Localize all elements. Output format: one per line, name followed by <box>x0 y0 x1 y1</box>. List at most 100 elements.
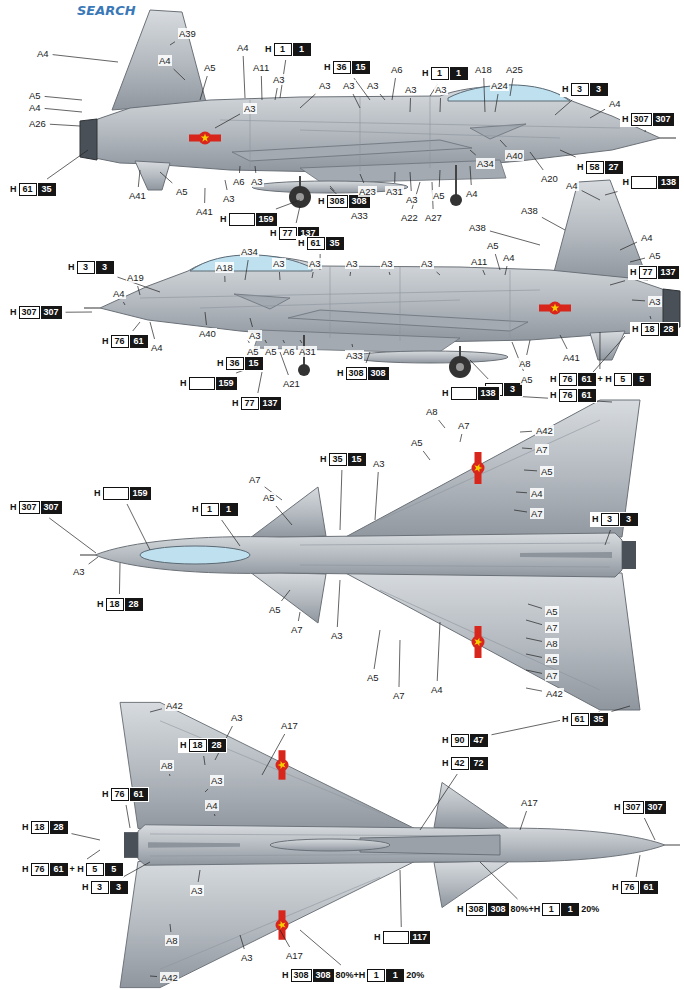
leader-line <box>298 612 300 621</box>
leader-line <box>150 976 157 978</box>
part-callout: A27 <box>424 212 443 223</box>
paint-code-box: 61 <box>307 237 325 250</box>
paint-prefix: H <box>317 196 326 207</box>
paint-callout: H33 <box>560 82 609 97</box>
mix-code-box: 308 <box>368 367 389 380</box>
paint-prefix: H <box>441 388 450 399</box>
part-callout: A3 <box>222 193 236 204</box>
paint-callout: H33 <box>590 512 639 527</box>
part-callout: A3 <box>243 103 257 114</box>
part-callout: A7 <box>248 474 262 485</box>
leader-line <box>283 340 285 343</box>
leader-line <box>399 640 400 687</box>
paint-code-box: 58 <box>586 161 604 174</box>
leader-line <box>258 372 262 393</box>
leader-line <box>610 281 625 285</box>
part-callout: A31 <box>385 186 404 197</box>
leader-line <box>45 108 82 112</box>
leader-line <box>495 94 498 112</box>
mix-code-box: 307 <box>645 801 666 814</box>
part-callout: A3 <box>248 330 262 341</box>
part-callout: A3 <box>230 712 244 723</box>
leader-line <box>281 590 290 601</box>
leader-line <box>437 272 440 275</box>
part-callout: A3 <box>272 74 286 85</box>
mix-code-box: 308 <box>488 903 509 916</box>
leader-line <box>374 630 380 669</box>
paint-prefix: H <box>219 214 228 225</box>
paint-callout: H4272 <box>440 756 489 771</box>
paint-prefix: H <box>323 62 332 73</box>
mix-code-box: 47 <box>470 734 488 747</box>
paint-prefix: H <box>336 368 345 379</box>
part-callout: A5 <box>264 346 278 357</box>
leader-line <box>138 170 140 187</box>
leader-line <box>225 180 227 190</box>
part-callout: A5 <box>366 672 380 683</box>
fuel-tank <box>270 839 390 851</box>
leader-line <box>89 557 98 564</box>
leader-line <box>255 166 257 173</box>
paint-callout: H77137 <box>628 265 680 280</box>
paint-prefix: H <box>576 162 585 173</box>
leader-line <box>47 150 88 179</box>
paint-prefix: H <box>421 68 430 79</box>
leader-line <box>439 170 441 187</box>
part-callout: A39 <box>178 28 197 39</box>
part-callout: A5 <box>520 374 534 385</box>
part-callout: A3 <box>372 458 386 469</box>
paint-code-box: 90 <box>451 734 469 747</box>
leader-line <box>484 78 485 112</box>
part-callout: A26 <box>28 118 47 129</box>
mix-code-box: 1 <box>386 969 404 982</box>
paint-code-box <box>229 213 255 226</box>
part-callout: A25 <box>505 64 524 75</box>
leader-line <box>480 862 518 899</box>
leader-line <box>215 114 240 128</box>
mix-code-box: 61 <box>130 788 148 801</box>
paint-code-box <box>189 377 215 390</box>
part-callout: A17 <box>285 950 304 961</box>
leader-line <box>352 344 354 347</box>
paint-callout: H307307 <box>620 112 675 127</box>
paint-code-box: 76 <box>31 863 49 876</box>
part-callout: A8 <box>165 935 179 946</box>
paint-code-box: 1 <box>367 969 385 982</box>
part-callout: A3 <box>272 258 286 269</box>
leader-line <box>423 451 430 460</box>
leader-line <box>45 96 82 100</box>
paint-prefix: H <box>456 904 465 915</box>
paint-callout: H7661+ H55 <box>548 372 652 387</box>
paint-callout: H6135 <box>296 236 345 251</box>
paint-code-box: 307 <box>631 113 652 126</box>
part-callout: A3 <box>648 296 662 307</box>
paint-prefix: H <box>9 502 18 513</box>
canopy <box>140 546 250 564</box>
part-callout: A8 <box>160 760 174 771</box>
part-callout: A3 <box>420 258 434 269</box>
mix-code-box: 35 <box>38 183 56 196</box>
leader-line <box>243 56 245 98</box>
part-callout: A21 <box>282 378 301 389</box>
paint-callout: H1828 <box>630 322 679 337</box>
leader-line <box>605 192 617 195</box>
paint-code-box: 18 <box>641 323 659 336</box>
paint-code-box: 308 <box>346 367 367 380</box>
paint-code-box: 1 <box>201 503 219 516</box>
part-callout: A42 <box>160 972 179 983</box>
part-callout: A17 <box>280 720 299 731</box>
mix-code-box: 5 <box>633 373 651 386</box>
part-callout: A4 <box>158 55 172 66</box>
leader-line <box>337 580 340 627</box>
part-callout: A4 <box>150 342 164 353</box>
paint-prefix: H <box>101 789 110 800</box>
mix-code-box: 1 <box>450 67 468 80</box>
leader-line <box>53 55 118 62</box>
part-callout: A33 <box>350 210 369 221</box>
paint-code-box: 42 <box>451 757 469 770</box>
mix-code-box: 27 <box>605 161 623 174</box>
leader-line <box>526 670 542 673</box>
paint-prefix: H <box>373 932 382 943</box>
paint-code-box: 308 <box>466 903 487 916</box>
paint-code-box: 3 <box>571 83 589 96</box>
